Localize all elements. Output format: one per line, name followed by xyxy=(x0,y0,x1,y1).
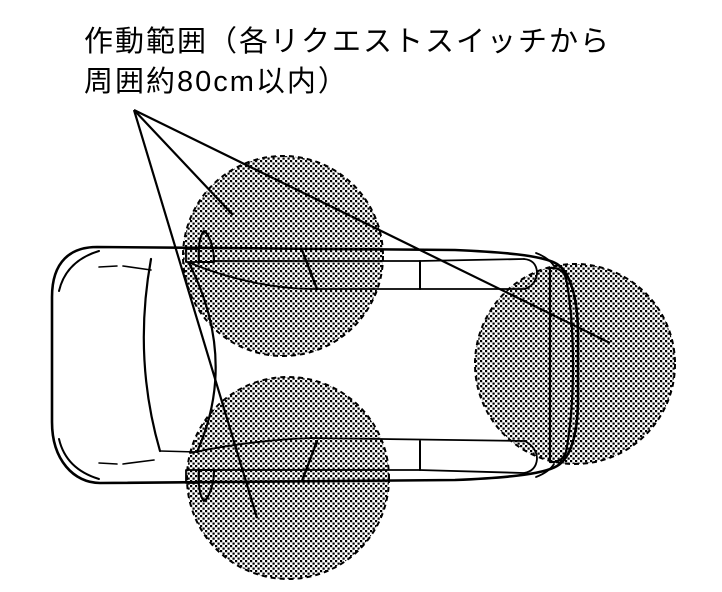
headlight-upper xyxy=(58,250,100,292)
caption-line-2: 周囲約80cm以内） xyxy=(84,66,349,98)
side-mirror-upper xyxy=(197,230,215,263)
range-zone-upper-door xyxy=(182,155,384,357)
car-top-view xyxy=(50,230,580,502)
quarter-window-cap-upper xyxy=(523,258,538,290)
b-pillar-lower xyxy=(300,439,319,483)
caption: 作動範囲（各リクエストスイッチから 周囲約80cm以内） xyxy=(84,22,664,102)
leader-line-lower-zone xyxy=(132,109,259,519)
roof-line-upper xyxy=(189,262,526,290)
range-zone-lower-door xyxy=(186,376,390,580)
roof-line-lower xyxy=(189,437,526,454)
rear-hatch-glass xyxy=(548,266,575,464)
hood-line-upper xyxy=(98,265,152,271)
hood-line-lower xyxy=(98,459,155,465)
leader-line-upper-zone xyxy=(133,109,234,216)
d-pillar-lower xyxy=(535,463,555,478)
windshield-roof-edge xyxy=(187,261,217,454)
range-zones xyxy=(182,155,676,580)
headlight-lower xyxy=(58,438,100,480)
side-mirror-lower xyxy=(197,469,215,502)
leader-lines xyxy=(132,109,611,519)
b-pillar-upper xyxy=(300,248,319,291)
cowl-line xyxy=(159,450,198,453)
quarter-window-cap-lower xyxy=(523,440,538,474)
caption-line-1: 作動範囲（各リクエストスイッチから xyxy=(84,26,612,58)
d-pillar-upper xyxy=(535,252,555,267)
range-zone-rear xyxy=(474,263,676,465)
windshield-front-edge xyxy=(142,257,162,453)
leader-line-rear-zone xyxy=(133,109,611,344)
car-body xyxy=(50,245,580,485)
